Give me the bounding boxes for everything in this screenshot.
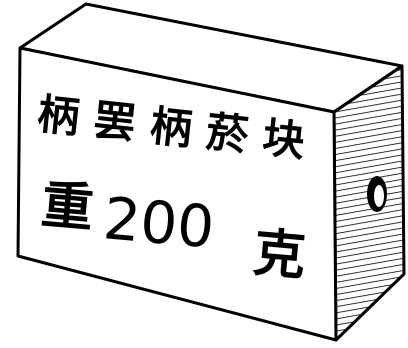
block-front-face — [16, 46, 338, 342]
block-label-weight-number: 200 — [101, 184, 217, 261]
block-label-weight-prefix: 重 — [39, 174, 96, 239]
block-label-weight-unit: 克 — [251, 222, 308, 287]
